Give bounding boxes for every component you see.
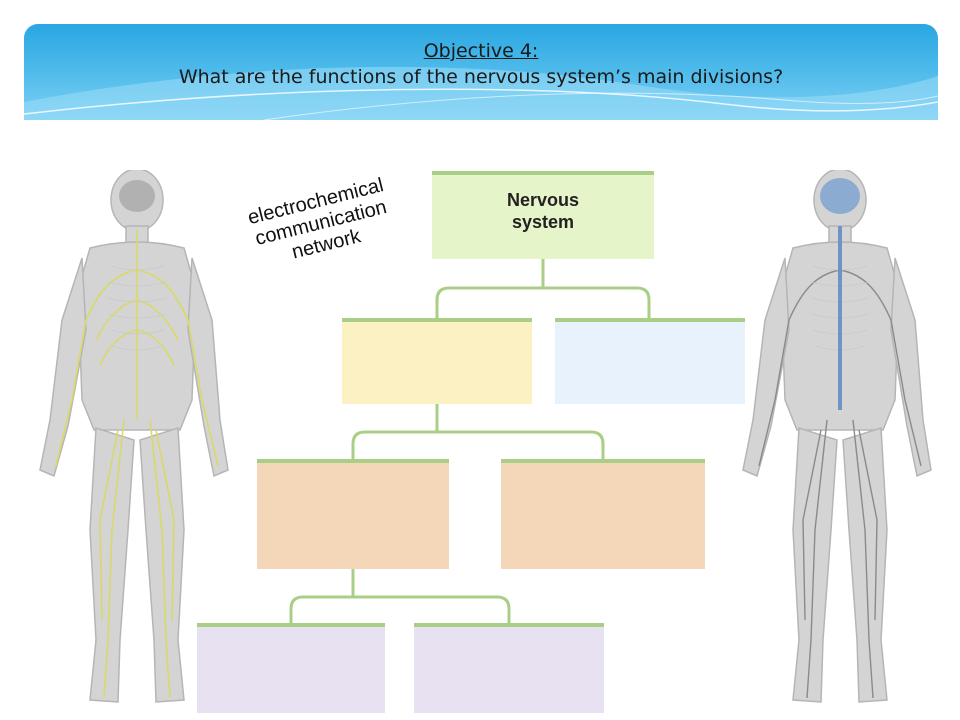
box-top-bar xyxy=(555,318,745,322)
nervous-system-label: Nervous system xyxy=(432,189,654,233)
connector-root xyxy=(435,259,651,318)
box-top-bar xyxy=(501,459,705,463)
title-banner: Objective 4: What are the functions of t… xyxy=(24,24,938,120)
connector-level2 xyxy=(289,569,511,623)
nervous-system-label-line2: system xyxy=(511,212,575,232)
central-division-box xyxy=(342,318,532,404)
box-top-bar xyxy=(197,623,385,627)
level2-right-box xyxy=(501,459,705,569)
slide-title: Objective 4: What are the functions of t… xyxy=(24,38,938,90)
banner-swoosh-decoration xyxy=(24,66,938,120)
nervous-system-label-line1: Nervous xyxy=(506,190,580,210)
objective-question: What are the functions of the nervous sy… xyxy=(178,66,784,88)
right-body-figure xyxy=(742,170,932,703)
box-top-bar xyxy=(342,318,532,322)
level3-left-box xyxy=(197,623,385,713)
level3-right-box xyxy=(414,623,604,713)
level2-left-box xyxy=(257,459,449,569)
connector-level1 xyxy=(351,404,605,459)
peripheral-division-box xyxy=(555,318,745,404)
box-top-bar xyxy=(257,459,449,463)
nervous-system-box: Nervous system xyxy=(432,171,654,259)
objective-heading: Objective 4: xyxy=(423,40,539,62)
left-body-figure xyxy=(39,170,229,703)
box-top-bar xyxy=(414,623,604,627)
box-top-bar xyxy=(432,171,654,175)
